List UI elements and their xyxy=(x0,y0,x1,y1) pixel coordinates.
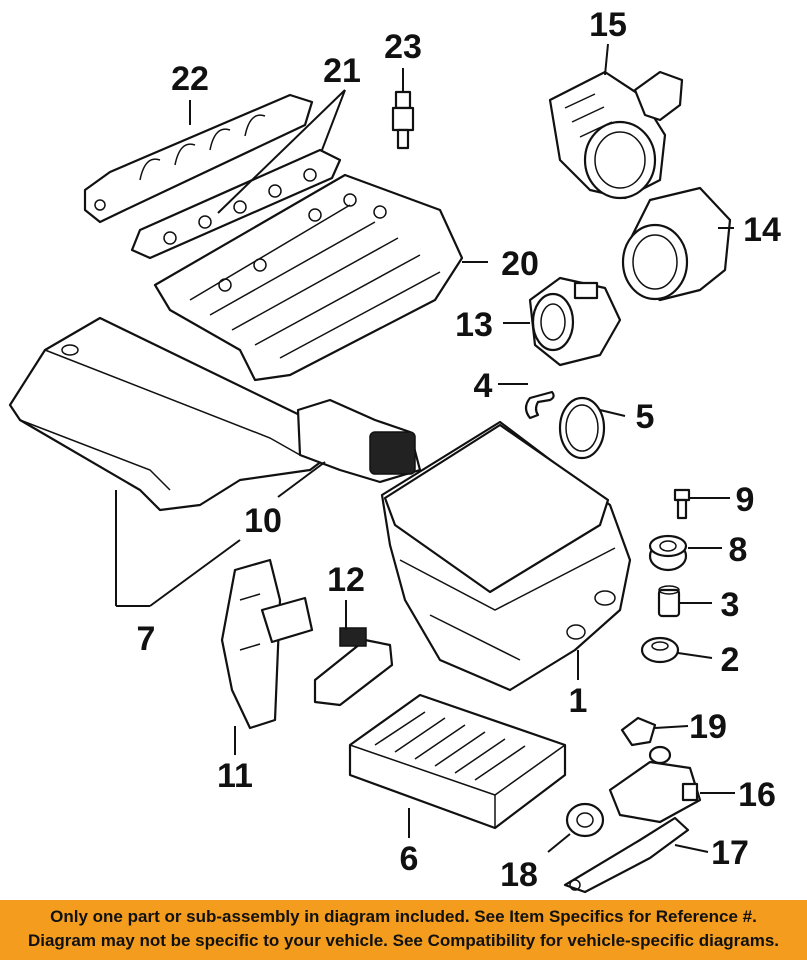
callout-3: 3 xyxy=(721,586,740,624)
part-9-bolt xyxy=(673,488,691,520)
callout-2: 2 xyxy=(721,641,740,679)
callout-19: 19 xyxy=(689,708,727,746)
disclaimer-banner: Only one part or sub-assembly in diagram… xyxy=(0,900,807,960)
callout-14: 14 xyxy=(743,211,781,249)
parts-diagram: 22 21 23 15 14 20 13 4 5 9 8 3 2 1 19 16… xyxy=(8,6,781,894)
callout-17: 17 xyxy=(711,834,749,872)
callout-12: 12 xyxy=(327,561,365,599)
disclaimer-line-1: Only one part or sub-assembly in diagram… xyxy=(50,907,757,926)
part-11-bracket xyxy=(220,558,314,730)
callout-13: 13 xyxy=(455,306,493,344)
leader-lines xyxy=(115,43,735,853)
disclaimer-line-2: Diagram may not be specific to your vehi… xyxy=(27,931,780,950)
part-20-intake-manifold xyxy=(153,173,464,382)
callout-23: 23 xyxy=(384,28,422,66)
part-21-gaskets xyxy=(130,148,342,260)
part-2-grommet xyxy=(640,636,680,664)
part-14-air-duct xyxy=(621,186,732,302)
part-7-intake-duct xyxy=(8,316,332,512)
callout-20: 20 xyxy=(501,245,539,283)
callout-21: 21 xyxy=(323,52,361,90)
callout-4: 4 xyxy=(474,367,493,405)
part-16-valve xyxy=(608,745,702,824)
part-10-resonator xyxy=(296,398,422,484)
callout-16: 16 xyxy=(738,776,776,814)
part-5-seal-ring xyxy=(558,396,606,460)
part-8-grommet xyxy=(648,534,688,572)
callout-numbers: 22 21 23 15 14 20 13 4 5 9 8 3 2 1 19 16… xyxy=(137,6,781,894)
part-3-sleeve xyxy=(657,585,681,618)
part-13-air-flow-sensor xyxy=(528,276,622,367)
callout-22: 22 xyxy=(171,60,209,98)
callout-8: 8 xyxy=(729,531,748,569)
callout-15: 15 xyxy=(589,6,627,44)
callout-11: 11 xyxy=(217,757,253,795)
callout-7: 7 xyxy=(137,620,156,658)
part-15-intake-boot xyxy=(548,70,684,200)
part-1-air-cleaner-housing xyxy=(380,420,632,692)
part-4-clip xyxy=(524,390,555,420)
callout-18: 18 xyxy=(500,856,538,894)
part-18-bushing xyxy=(565,802,605,838)
part-23-sensor xyxy=(391,90,415,150)
part-12-module xyxy=(313,627,394,707)
callout-6: 6 xyxy=(400,840,419,878)
callout-5: 5 xyxy=(636,398,655,436)
callout-9: 9 xyxy=(736,481,755,519)
part-6-air-filter xyxy=(348,693,567,830)
callout-1: 1 xyxy=(569,682,588,720)
part-22-fuel-rail xyxy=(83,93,314,224)
callout-10: 10 xyxy=(244,502,282,540)
part-17-bracket-arm xyxy=(563,816,690,894)
part-19-cap xyxy=(620,716,657,747)
